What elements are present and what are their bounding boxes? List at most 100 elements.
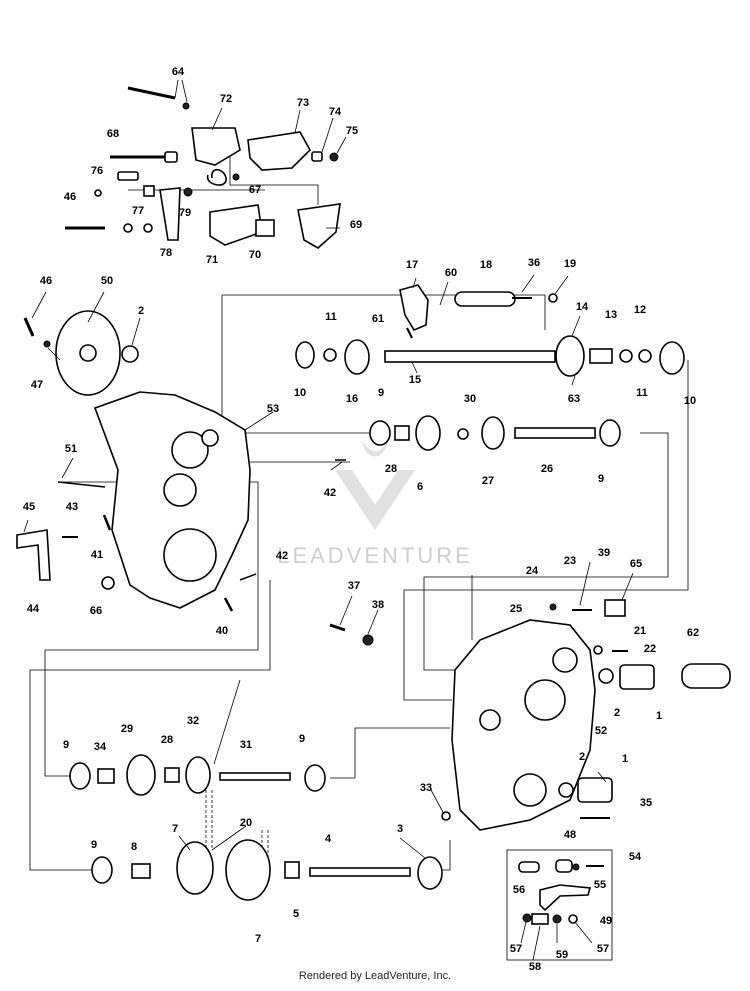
- washer-part-78: [123, 223, 133, 233]
- leader-line: [532, 925, 541, 961]
- right-transmission-case-part-52: [451, 619, 596, 831]
- leader-line: [23, 519, 29, 533]
- case-boss: [201, 429, 219, 447]
- bearing-part-1a: [619, 664, 655, 690]
- callout-number-c46a: 46: [64, 191, 76, 203]
- ref-line: [403, 360, 689, 701]
- leader-line: [520, 921, 527, 944]
- callout-number-c29: 29: [121, 723, 133, 735]
- callout-number-c77: 77: [132, 205, 144, 217]
- leader-line: [439, 281, 449, 306]
- leader-line: [178, 835, 191, 851]
- callout-number-c27: 27: [482, 475, 494, 487]
- pin-part-42b: [239, 573, 257, 581]
- callout-number-c62: 62: [687, 627, 699, 639]
- bracket-part-73: [247, 131, 311, 171]
- callout-number-c13: 13: [605, 309, 617, 321]
- gear-part-14: [555, 335, 585, 377]
- gear-part-29: [126, 754, 156, 796]
- callout-number-c12: 12: [634, 304, 646, 316]
- callout-number-c9d: 9: [299, 733, 305, 745]
- callout-number-c21: 21: [634, 625, 646, 637]
- leader-line: [571, 315, 581, 337]
- callout-number-c52: 52: [595, 725, 607, 737]
- callout-number-c74: 74: [329, 106, 342, 118]
- callout-number-c9e: 9: [91, 839, 97, 851]
- ref-line: [330, 727, 450, 779]
- bearing-part-2: [121, 345, 139, 363]
- leader-line: [621, 572, 634, 601]
- washer-part-57a: [522, 913, 532, 923]
- leader-line: [579, 561, 591, 606]
- leader-line: [412, 277, 417, 289]
- callout-number-c36: 36: [528, 257, 540, 269]
- leader-line: [31, 291, 47, 319]
- callout-number-c72: 72: [220, 93, 232, 105]
- leader-line: [571, 375, 576, 386]
- callout-number-c26: 26: [541, 463, 553, 475]
- sleeve-part-62: [681, 663, 731, 689]
- leader-line: [244, 411, 274, 431]
- spacer-part-5: [284, 861, 300, 879]
- callout-number-c23: 23: [564, 555, 576, 567]
- callout-number-c39: 39: [598, 547, 610, 559]
- ref-line: [29, 580, 271, 871]
- callout-number-c2b: 2: [614, 707, 620, 719]
- leader-line: [336, 136, 347, 154]
- callout-number-c50: 50: [101, 275, 113, 287]
- callout-number-c10a: 10: [294, 387, 306, 399]
- callout-number-c70: 70: [249, 249, 261, 261]
- callout-number-c3: 3: [397, 823, 403, 835]
- case-boss: [513, 773, 547, 807]
- callout-number-c49: 49: [600, 915, 612, 927]
- callout-number-c7b: 7: [255, 933, 261, 945]
- right-case-group: [329, 599, 731, 831]
- washer-part-12: [619, 349, 633, 363]
- callout-number-c41: 41: [91, 549, 103, 561]
- callout-number-c35: 35: [640, 797, 652, 809]
- callout-number-c54: 54: [629, 851, 642, 863]
- callout-number-c44: 44: [27, 603, 40, 615]
- callout-number-c78: 78: [160, 247, 172, 259]
- bearing-part-13: [589, 348, 613, 364]
- callout-number-c67: 67: [249, 184, 261, 196]
- spring-part-67: [206, 168, 227, 186]
- gear-part-6: [415, 415, 441, 451]
- callout-number-c28b: 28: [161, 734, 173, 746]
- spacer-part-68: [164, 151, 178, 163]
- leader-line: [574, 921, 593, 944]
- bearing-part-10a: [295, 341, 315, 369]
- arm-part-78: [159, 187, 181, 241]
- washer-part-11b: [638, 349, 652, 363]
- callout-number-c31: 31: [240, 739, 252, 751]
- plug-part-66: [101, 576, 115, 590]
- nut-part-64: [182, 102, 190, 110]
- callout-number-c68: 68: [107, 128, 119, 140]
- plate-part-70: [255, 219, 275, 237]
- callout-number-c19: 19: [564, 258, 576, 270]
- leader-line: [61, 457, 74, 479]
- case-boss: [171, 431, 209, 469]
- callout-number-c48: 48: [564, 829, 576, 841]
- brake-inset-group: [506, 849, 613, 961]
- shaft-part-26: [514, 427, 596, 439]
- bushing-part-74: [311, 151, 323, 162]
- case-boss: [163, 528, 217, 582]
- leader-line: [554, 275, 569, 295]
- callout-number-c6: 6: [417, 481, 423, 493]
- callout-number-c33: 33: [420, 782, 432, 794]
- screw-part-46b: [23, 317, 35, 337]
- footer-credit: Rendered by LeadVenture, Inc.: [298, 970, 452, 982]
- bracket-part-72: [191, 127, 241, 166]
- callout-number-c43: 43: [66, 501, 78, 513]
- leader-line: [521, 274, 535, 293]
- callout-number-c58: 58: [529, 961, 541, 973]
- ref-line: [222, 294, 546, 330]
- callout-number-c71: 71: [206, 254, 218, 266]
- gear-part-16: [344, 339, 370, 375]
- bearing-part-1b: [577, 777, 613, 803]
- screw-part-40: [223, 597, 234, 612]
- leader-line: [597, 771, 607, 783]
- leader-line: [294, 109, 301, 134]
